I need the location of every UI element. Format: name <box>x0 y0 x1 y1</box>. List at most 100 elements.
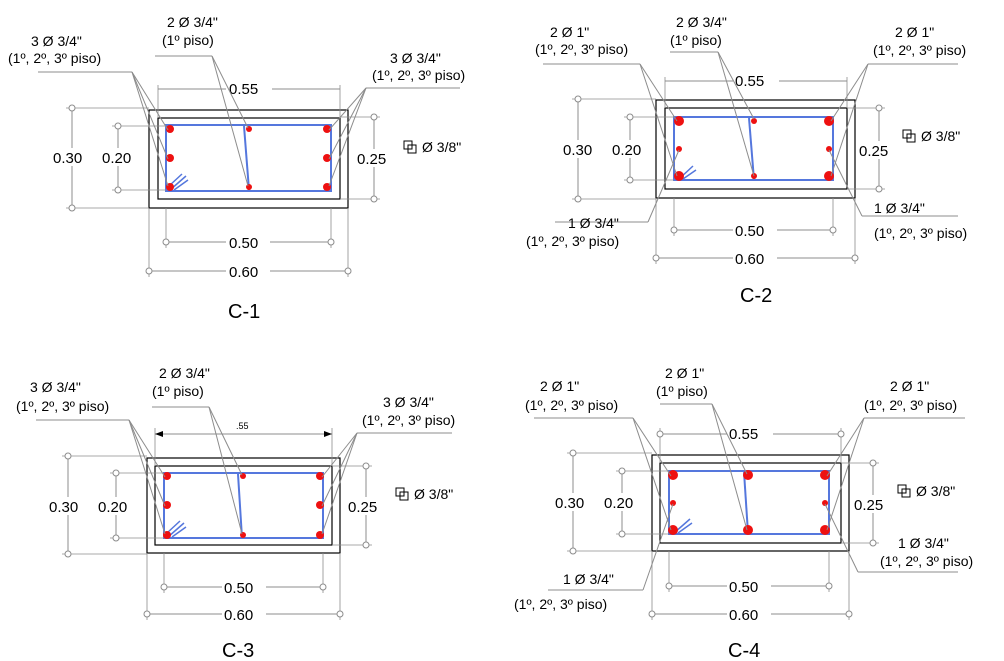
c3-leaders <box>36 406 452 535</box>
c4-bottom-right-floors: (1º, 2º, 3º piso) <box>880 553 973 569</box>
c3-top-floors: (1º piso) <box>152 383 204 399</box>
c3-top-bars: 2 Ø 3/4" <box>159 365 210 381</box>
c1-stirrup-label: Ø 3/8" <box>422 139 461 155</box>
c4-crosstie <box>743 471 749 534</box>
c4-left-bars: 2 Ø 1" <box>540 378 579 394</box>
rebar <box>820 470 830 480</box>
rebar <box>826 146 832 152</box>
c1-right-bars: 3 Ø 3/4" <box>390 50 441 66</box>
c2-inner-width: 0.50 <box>735 223 764 240</box>
c3-title: C-3 <box>222 640 254 661</box>
c4-title: C-4 <box>728 640 760 661</box>
c3-top-width: .55 <box>236 421 249 431</box>
c2-crosstie <box>748 117 755 181</box>
section-c1: 0.30 0.20 0.25 Ø 3/8" 0.55 <box>8 14 465 323</box>
c1-top-bars: 2 Ø 3/4" <box>167 14 218 30</box>
c4-right-bars: 2 Ø 1" <box>890 378 929 394</box>
c4-top-bars: 2 Ø 1" <box>665 365 704 381</box>
section-c3: 0.30 0.20 0.25 Ø 3/8" .55 <box>16 365 455 661</box>
rebar <box>316 472 324 480</box>
c4-right-dimension <box>841 459 879 547</box>
c1-left-floors: (1º, 2º, 3º piso) <box>8 50 101 66</box>
c2-top-floors: (1º piso) <box>670 32 722 48</box>
c1-rebars <box>166 125 331 191</box>
c2-bottom-left-floors: (1º, 2º, 3º piso) <box>526 233 619 249</box>
c2-top-width: 0.55 <box>735 73 764 90</box>
c1-inner-height: 0.20 <box>102 150 131 167</box>
c2-bottom-right-floors: (1º, 2º, 3º piso) <box>874 225 967 241</box>
rebar <box>668 470 678 480</box>
c2-outer-outline <box>655 99 856 199</box>
c2-stirrup-icon <box>902 129 916 143</box>
c4-right-floors: (1º, 2º, 3º piso) <box>864 397 957 413</box>
c4-bottom-left-bars: 1 Ø 3/4" <box>563 571 614 587</box>
c2-left-bars: 2 Ø 1" <box>550 24 589 40</box>
c3-crosstie <box>237 473 243 539</box>
c4-top-width: 0.55 <box>729 426 758 443</box>
c1-crosstie <box>243 125 250 191</box>
rebar <box>166 125 174 133</box>
c4-bottom-right-bars: 1 Ø 3/4" <box>898 535 949 551</box>
rebar <box>676 146 682 152</box>
c1-leaders <box>38 55 460 187</box>
c2-right-bars: 2 Ø 1" <box>895 24 934 40</box>
c2-top-bars: 2 Ø 3/4" <box>676 14 727 30</box>
c4-inner-width: 0.50 <box>729 579 758 596</box>
c4-right-height: 0.25 <box>854 497 883 514</box>
c4-rebars <box>668 470 830 535</box>
c1-right-floors: (1º, 2º, 3º piso) <box>372 67 465 83</box>
rebar <box>246 184 252 190</box>
rebar <box>240 473 246 479</box>
c3-top-dimension <box>154 428 333 466</box>
c1-inner-width: 0.50 <box>229 235 258 252</box>
c4-inner-height: 0.20 <box>604 495 633 512</box>
c3-left-dimensions <box>62 452 164 558</box>
c4-top-floors: (1º piso) <box>656 383 708 399</box>
c2-title: C-2 <box>740 285 772 307</box>
c4-leaders <box>534 403 965 591</box>
rebar <box>743 525 753 535</box>
c2-left-floors: (1º, 2º, 3º piso) <box>535 41 628 57</box>
c4-outer-width: 0.60 <box>729 607 758 624</box>
c1-inner-outline <box>157 117 341 200</box>
c1-right-height: 0.25 <box>357 151 386 168</box>
rebar <box>822 500 828 506</box>
c3-right-floors: (1º, 2º, 3º piso) <box>362 412 455 428</box>
rebar <box>670 500 676 506</box>
c3-inner-height: 0.20 <box>98 499 127 516</box>
c4-left-floors: (1º, 2º, 3º piso) <box>525 397 618 413</box>
rebar <box>751 118 757 124</box>
c2-inner-height: 0.20 <box>612 142 641 159</box>
c3-left-bars: 3 Ø 3/4" <box>30 379 81 395</box>
rebar <box>743 470 753 480</box>
c2-left-dimensions <box>572 95 674 203</box>
c4-stirrup-icon <box>897 484 911 498</box>
c1-outer-width: 0.60 <box>229 264 258 281</box>
c3-right-height: 0.25 <box>348 499 377 516</box>
section-c4: 0.30 0.20 0.25 Ø 3/8" 0.55 <box>514 365 973 661</box>
c1-outer-outline <box>148 109 349 209</box>
c2-right-height: 0.25 <box>859 143 888 160</box>
c3-rebars <box>163 472 324 539</box>
rebar <box>163 501 171 509</box>
section-c2: 0.30 0.20 0.25 Ø 3/8" 0.55 <box>526 14 967 307</box>
c3-stirrup <box>163 472 324 539</box>
c2-leaders <box>543 51 958 223</box>
c2-right-floors: (1º, 2º, 3º piso) <box>873 42 966 58</box>
rebar <box>674 116 684 126</box>
c3-stirrup-label: Ø 3/8" <box>414 486 453 502</box>
c3-inner-width: 0.50 <box>224 580 253 597</box>
c3-outer-outline <box>146 457 341 554</box>
c4-stirrup <box>668 470 830 535</box>
c2-outer-height: 0.30 <box>563 142 592 159</box>
c4-inner-outline <box>659 462 842 544</box>
c2-outer-width: 0.60 <box>735 251 764 268</box>
c1-stirrup-icon <box>403 140 417 154</box>
c4-bottom-left-floors: (1º, 2º, 3º piso) <box>514 596 607 612</box>
rebar <box>323 125 331 133</box>
c3-stirrup-icon <box>395 487 409 501</box>
c3-left-floors: (1º, 2º, 3º piso) <box>16 398 109 414</box>
c1-left-bars: 3 Ø 3/4" <box>31 33 82 49</box>
rebar <box>240 532 246 538</box>
